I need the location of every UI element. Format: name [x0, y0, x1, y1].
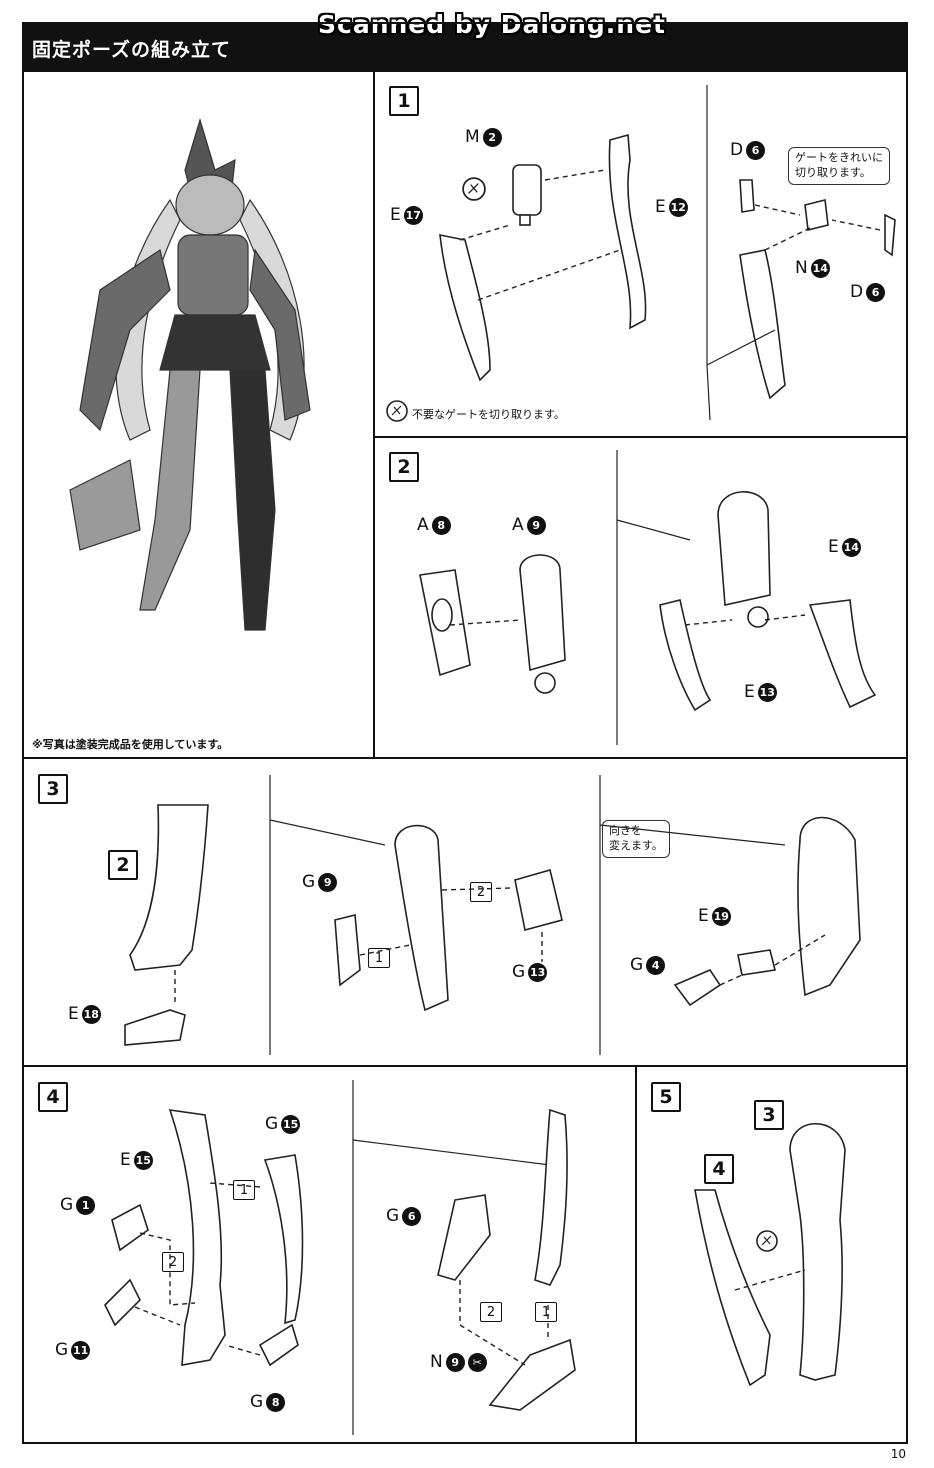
page-title: 固定ポーズの組み立て	[32, 39, 232, 61]
page-frame	[22, 22, 908, 1444]
step-1-diagram	[439, 85, 896, 421]
scan-watermark: Scanned by Dalong.net	[318, 10, 667, 39]
header-bar	[22, 22, 908, 72]
step-ref-4: 4	[704, 1154, 734, 1184]
sub-step-1: 1	[535, 1302, 557, 1322]
step-5-diagram	[694, 1123, 846, 1387]
step-1-note: 不要なゲートを切り取ります。	[412, 408, 565, 421]
divider	[22, 757, 908, 759]
step-3-number: 3	[38, 774, 68, 804]
step-2-diagram	[419, 450, 877, 745]
step-3-callout: 向きを 変えます。	[602, 820, 670, 858]
step-ref-3: 3	[754, 1100, 784, 1130]
cut-gate-icon	[386, 400, 408, 422]
figure-photo	[69, 117, 311, 631]
step-1-number: 1	[389, 86, 419, 116]
step-4-number: 4	[38, 1082, 68, 1112]
step-1-callout: ゲートをきれいに 切り取ります。	[788, 147, 890, 185]
divider	[635, 1065, 637, 1444]
step-4-diagram	[104, 1080, 576, 1435]
divider	[373, 436, 908, 438]
step-5-number: 5	[651, 1082, 681, 1112]
sub-step-2: 2	[162, 1252, 184, 1272]
photo-note: ※写真は塗装完成品を使用しています。	[32, 738, 229, 751]
step-2-number: 2	[389, 452, 419, 482]
page-number: 10	[890, 1447, 906, 1461]
step-ref-2: 2	[108, 850, 138, 880]
sub-step-2: 2	[470, 882, 492, 902]
divider	[373, 72, 375, 758]
sub-step-2: 2	[480, 1302, 502, 1322]
step-3-diagram	[124, 775, 861, 1055]
divider	[22, 1065, 908, 1067]
cut-gate-icon	[756, 1230, 778, 1252]
cut-gate-icon	[462, 177, 486, 201]
cut-gate-icon: ✂	[467, 1352, 487, 1372]
